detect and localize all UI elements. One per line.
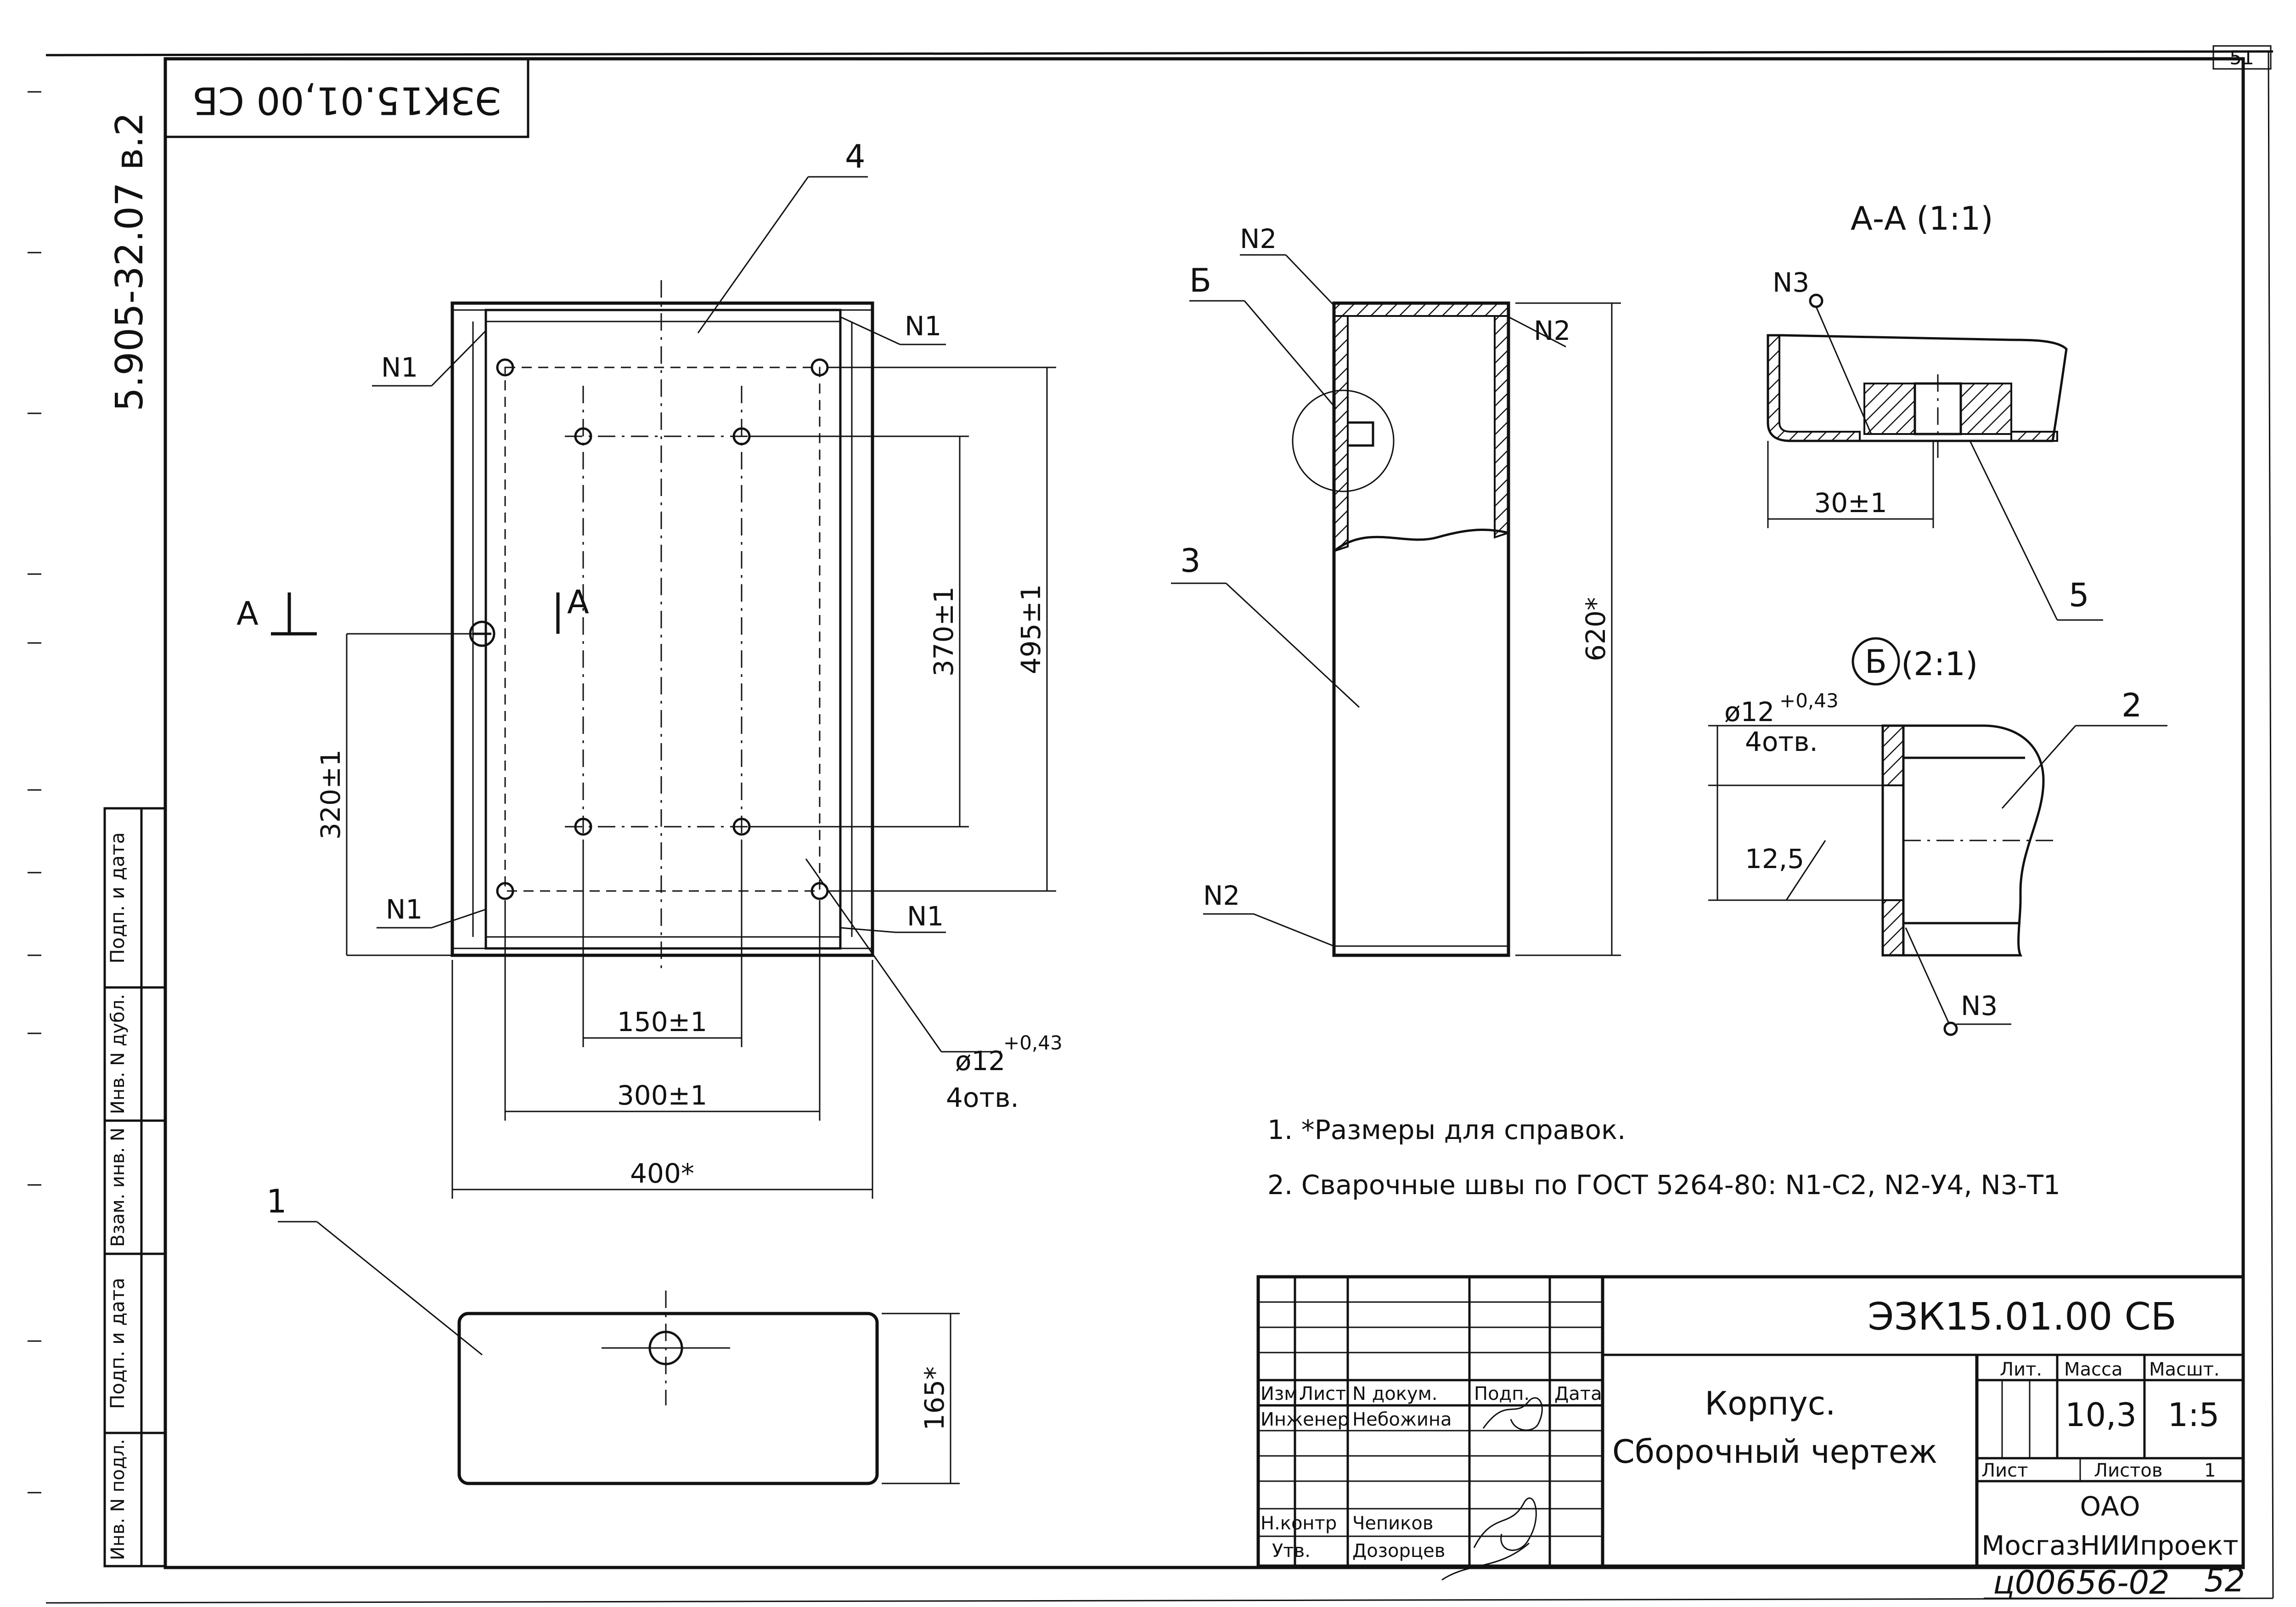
strip-cell-2: Инв. N дубл. <box>107 994 129 1114</box>
notes: 1. *Размеры для справок. 2. Сварочные шв… <box>1267 1114 2060 1201</box>
dim-300: 300±1 <box>617 1080 707 1111</box>
detail-b-holes-count: 4отв. <box>1745 726 1818 757</box>
section-mark-right: A <box>567 583 589 621</box>
section-aa-weld: N3 <box>1773 267 1809 298</box>
name-line-1: Корпус. <box>1705 1385 1836 1422</box>
role-engineer: Инженер <box>1261 1409 1349 1430</box>
name-line-2: Сборочный чертеж <box>1612 1433 1937 1471</box>
role-nkontr: Н.контр <box>1261 1513 1337 1534</box>
scale-value: 1:5 <box>2168 1396 2220 1434</box>
sheets-label: Листов <box>2094 1460 2162 1481</box>
detail-b-mark: Б <box>1865 643 1887 681</box>
name-engineer: Небожина <box>1352 1409 1452 1430</box>
mass-label: Масса <box>2064 1359 2123 1380</box>
callout-5: 5 <box>2069 576 2089 614</box>
side-view: 620* Б 3 N2 N2 N2 <box>1171 223 1621 957</box>
sheets-count: 1 <box>2204 1460 2216 1481</box>
weld-n1-tr: N1 <box>905 310 941 342</box>
side-code: 5.905-32.07 в.2 <box>108 112 152 412</box>
section-a-a: А-А (1:1) N3 30±1 5 <box>1767 200 2103 621</box>
strip-cell-1: Подп. и дата <box>106 832 129 964</box>
callout-b: Б <box>1189 262 1211 299</box>
signature-engineer <box>1482 1397 1543 1431</box>
lit-label: Лит. <box>2000 1359 2042 1380</box>
callout-1: 1 <box>266 1183 287 1220</box>
name-nkontr: Чепиков <box>1352 1513 1433 1534</box>
handwritten-code: ц00656-02 <box>1993 1564 2170 1601</box>
left-strip: Подп. и дата Инв. N дубл. Взам. инв. N П… <box>103 807 167 1568</box>
holes-label: ø12 <box>955 1045 1005 1077</box>
sheet-label: Лист <box>1981 1460 2028 1481</box>
note-1: 1. *Размеры для справок. <box>1267 1114 1626 1145</box>
dim-30: 30±1 <box>1814 487 1887 519</box>
dim-620: 620* <box>1580 597 1611 661</box>
dim-495: 495±1 <box>1015 584 1047 674</box>
title-block: Изм. Лист N докум. Подп. Дата Инженер Не… <box>1256 1275 2245 1601</box>
weld-n1-tl: N1 <box>381 352 418 383</box>
org-line-1: ОАО <box>2080 1491 2140 1522</box>
weld-n2-right: N2 <box>1534 315 1570 346</box>
detail-b-holes-label: ø12 <box>1724 696 1774 727</box>
role-utv: Утв. <box>1272 1540 1311 1562</box>
bottom-view: 1 165* <box>266 1183 960 1485</box>
detail-b-scale: (2:1) <box>1901 645 1978 683</box>
callout-2: 2 <box>2122 687 2142 724</box>
weld-n2-top: N2 <box>1240 223 1277 254</box>
note-2: 2. Сварочные швы по ГОСТ 5264-80: N1-С2,… <box>1267 1169 2060 1201</box>
dim-150: 150±1 <box>617 1006 707 1038</box>
hole-markers <box>469 358 829 900</box>
weld-n1-br: N1 <box>907 901 944 932</box>
detail-b-weld: N3 <box>1961 990 1998 1021</box>
col-date: Дата <box>1554 1383 1602 1404</box>
signature-nkontr <box>1441 1497 1537 1581</box>
dim-400: 400* <box>630 1158 694 1189</box>
stamp-code: ЭЗК15.01,00 СБ <box>192 79 501 122</box>
col-sign: Подп. <box>1474 1383 1530 1404</box>
page-number: 51 <box>2229 46 2254 69</box>
strip-cell-5: Инв. N подл. <box>107 1439 129 1560</box>
col-list: Лист <box>1300 1383 1346 1404</box>
weld-n1-bl: N1 <box>386 894 422 925</box>
designation: ЭЗК15.01.00 СБ <box>1868 1295 2177 1339</box>
horizontal-dimensions: 150±1 300±1 400* <box>451 840 873 1199</box>
dim-320: 320±1 <box>315 750 346 840</box>
section-aa-title: А-А (1:1) <box>1851 200 1993 237</box>
dim-12-5: 12,5 <box>1745 843 1804 874</box>
strip-cell-4: Подп. и дата <box>106 1278 129 1409</box>
holes-count: 4отв. <box>946 1082 1019 1113</box>
detail-b: Б (2:1) 2 ø12 +0,43 4отв. 12,5 N3 <box>1708 637 2167 1036</box>
callout-3: 3 <box>1180 542 1201 580</box>
col-doc: N докум. <box>1352 1383 1438 1404</box>
dim-370: 370±1 <box>928 586 959 677</box>
org-line-2: МосгазНИИпроект <box>1981 1530 2238 1561</box>
plan-view: A A 4 N1 N1 N1 N1 ø12 +0,43 4отв. 150±1 … <box>236 138 1063 1199</box>
holes-tolerance: +0,43 <box>1003 1032 1063 1054</box>
col-izm: Изм. <box>1261 1383 1304 1404</box>
weld-n2-bottom: N2 <box>1203 880 1240 911</box>
rotated-stamp: ЭЗК15.01,00 СБ <box>164 57 529 138</box>
handwritten-page: 52 <box>2204 1562 2245 1599</box>
sheet-frame: 51 <box>28 45 2274 1604</box>
scale-label: Масшт. <box>2149 1359 2220 1380</box>
detail-b-holes-tolerance: +0,43 <box>1779 689 1839 712</box>
vertical-dimensions: 320±1 370±1 495±1 <box>315 367 1056 956</box>
callout-4: 4 <box>845 138 866 175</box>
name-utv: Дозорцев <box>1352 1540 1445 1562</box>
dim-165: 165* <box>919 1366 950 1431</box>
section-mark-left: A <box>236 595 259 632</box>
mass-value: 10,3 <box>2065 1396 2137 1434</box>
strip-cell-3: Взам. инв. N <box>107 1128 129 1247</box>
